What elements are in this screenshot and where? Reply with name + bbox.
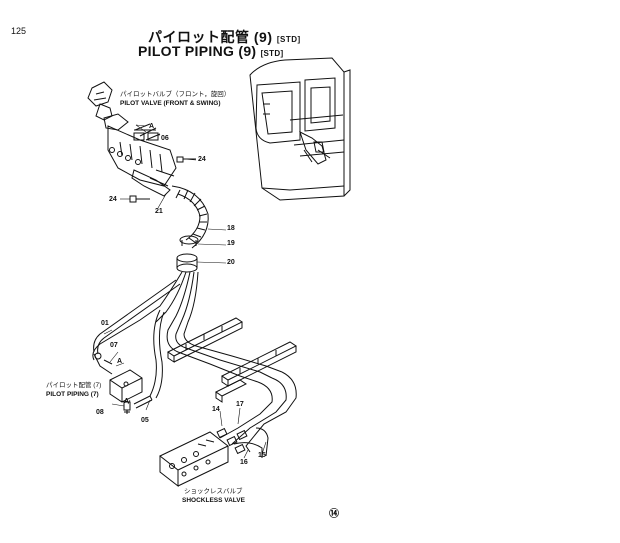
- callout-08: 08: [96, 409, 104, 416]
- title-english-text: PILOT PIPING (9): [138, 43, 257, 59]
- callout-07: 07: [110, 342, 118, 349]
- pipe-01: [93, 279, 181, 355]
- pilot-hose-bundle: [92, 271, 283, 399]
- title-japanese-tag: [STD]: [276, 35, 301, 44]
- pilot-piping-7-block: [93, 352, 143, 403]
- frame-rail-lower: [215, 379, 247, 403]
- callout-01: 01: [101, 320, 109, 327]
- shockless-feed-hoses: [219, 371, 297, 458]
- pilot-valve-assembly: [87, 81, 177, 197]
- pilot-valve-label-jp: パイロットバルブ（フロント，旋回）: [120, 91, 231, 98]
- callout-a-upper: A: [149, 123, 155, 130]
- title-english-tag: [STD]: [260, 49, 284, 58]
- pilot-piping-7-label-en: PILOT PIPING (7): [46, 391, 99, 398]
- shockless-valve-label-jp: ショックレスバルブ: [184, 488, 243, 495]
- leader-lines: [103, 124, 267, 459]
- callout-15: 15: [258, 452, 266, 459]
- callout-24-lower: 24: [109, 196, 117, 203]
- callout-14: 14: [212, 406, 220, 413]
- clamp-20: [176, 253, 198, 273]
- callout-19: 19: [227, 240, 235, 247]
- revision-stamp: ⑭: [329, 509, 339, 520]
- fitting-blocks-06: [133, 129, 159, 141]
- pilot-piping-7-label-jp: パイロット配管 (7): [46, 382, 102, 389]
- callout-17: 17: [236, 401, 244, 408]
- frame-rail-upper: [167, 317, 243, 363]
- frame-rail-middle: [221, 341, 297, 387]
- shockless-valve-label-en: SHOCKLESS VALVE: [182, 497, 245, 504]
- bolt-24-lower: [129, 195, 150, 203]
- callout-06: 06: [161, 135, 169, 142]
- callout-a-middle: A: [117, 358, 123, 365]
- title-japanese-text: パイロット配管 (9): [148, 29, 273, 45]
- shockless-valve-block: [159, 431, 229, 488]
- callout-a-lower: A: [124, 398, 130, 405]
- callout-21: 21: [155, 208, 163, 215]
- callout-18: 18: [227, 225, 235, 232]
- cab-inset-illustration: [249, 57, 351, 201]
- callout-05: 05: [141, 417, 149, 424]
- title-japanese: パイロット配管 (9) [STD]: [148, 27, 301, 47]
- fittings-14-17: [216, 427, 248, 455]
- callout-20: 20: [227, 259, 235, 266]
- callout-24-upper: 24: [198, 156, 206, 163]
- callout-16: 16: [240, 459, 248, 466]
- corrugated-hose-cover: [171, 185, 209, 249]
- page-number: 125: [11, 26, 27, 36]
- title-english: PILOT PIPING (9) [STD]: [138, 43, 283, 59]
- clamp-19: [179, 235, 199, 246]
- pilot-valve-label-en: PILOT VALVE (FRONT & SWING): [120, 100, 221, 107]
